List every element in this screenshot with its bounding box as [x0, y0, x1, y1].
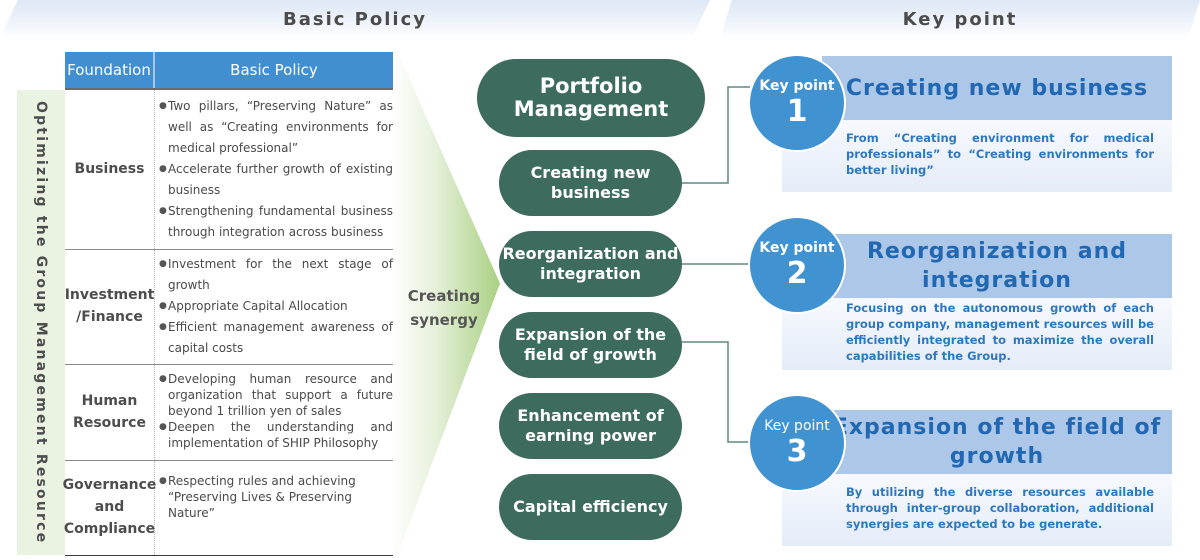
- table-row: Human Resource ●Developing human resourc…: [65, 365, 393, 461]
- pill-expansion: Expansion of the field of growth: [499, 312, 682, 378]
- foundation-cell: Investment /Finance: [65, 250, 155, 364]
- key-point-title: Creating new business: [822, 56, 1172, 120]
- policy-bullet: ●Deepen the understanding and implementa…: [159, 420, 393, 450]
- key-point-badge-label: Key point: [764, 417, 830, 434]
- policy-cell: ●Two pillars, “Preserving Nature” as wel…: [155, 90, 393, 249]
- pill-earning-power: Enhancement of earning power: [499, 393, 682, 459]
- table-row: Investment /Finance ●Investment for the …: [65, 250, 393, 365]
- key-point-title: Reorganization and integration: [822, 234, 1172, 298]
- column-header-basic-policy: Basic Policy: [230, 61, 318, 79]
- bullet-dot-icon: ●: [159, 322, 167, 332]
- table-header: Foundation Basic Policy: [65, 52, 393, 90]
- bullet-dot-icon: ●: [159, 259, 167, 269]
- key-point-description: By utilizing the diverse resources avail…: [782, 474, 1172, 546]
- policy-bullet: ●Efficient management awareness of capit…: [159, 317, 393, 359]
- basic-policy-header: Basic Policy: [0, 0, 710, 38]
- pill-portfolio-management: Portfolio Management: [477, 59, 705, 137]
- policy-cell: ●Investment for the next stage of growth…: [155, 250, 393, 364]
- policy-bullet: ●Appropriate Capital Allocation: [159, 296, 393, 317]
- column-header-foundation: Foundation: [65, 52, 155, 88]
- key-point-card: Reorganization and integration Focusing …: [782, 234, 1172, 370]
- policy-bullet: ●Two pillars, “Preserving Nature” as wel…: [159, 96, 393, 159]
- policy-bullet: ●Strengthening fundamental business thro…: [159, 201, 393, 243]
- bullet-dot-icon: ●: [159, 476, 167, 486]
- foundation-cell: Human Resource: [65, 365, 155, 460]
- policy-bullet: ●Accelerate further growth of existing b…: [159, 159, 393, 201]
- pill-reorganization: Reorganization and integration: [499, 231, 682, 297]
- bullet-dot-icon: ●: [159, 301, 167, 311]
- policy-bullet: ●Investment for the next stage of growth: [159, 254, 393, 296]
- pill-creating-new-business: Creating new business: [499, 150, 682, 216]
- policy-bullet: ●Developing human resource and organizat…: [159, 372, 393, 418]
- key-point-badge-number: 3: [786, 433, 808, 469]
- table-row: Governance and Compliance ●Respecting ru…: [63, 461, 393, 556]
- foundation-cell: Governance and Compliance: [63, 461, 156, 555]
- key-point-card: Creating new business From “Creating env…: [782, 56, 1172, 192]
- key-point-badge: Key point 1: [748, 54, 846, 152]
- key-point-badge-label: Key point: [759, 77, 835, 94]
- key-point-header: Key point: [720, 0, 1200, 38]
- basic-policy-header-text: Basic Policy: [283, 8, 427, 30]
- key-point-badge-number: 2: [786, 255, 808, 291]
- table-row: Business ●Two pillars, “Preserving Natur…: [65, 90, 393, 250]
- bullet-dot-icon: ●: [159, 206, 167, 216]
- policy-cell: ●Respecting rules and achieving “Preserv…: [155, 461, 393, 555]
- key-point-badge-number: 1: [786, 93, 808, 129]
- foundation-cell: Business: [65, 90, 155, 249]
- policy-table: Foundation Basic Policy Business ●Two pi…: [63, 52, 393, 556]
- key-point-badge: Key point 2: [748, 216, 846, 314]
- key-point-badge-label: Key point: [759, 239, 835, 256]
- policy-bullet: ●Respecting rules and achieving “Preserv…: [159, 474, 356, 520]
- policy-cell: ●Developing human resource and organizat…: [155, 365, 393, 460]
- pill-capital-efficiency: Capital efficiency: [499, 474, 682, 540]
- bullet-dot-icon: ●: [159, 101, 167, 111]
- key-point-header-text: Key point: [902, 8, 1018, 30]
- key-point-description: Focusing on the autonomous growth of eac…: [782, 298, 1172, 370]
- bullet-dot-icon: ●: [159, 374, 167, 384]
- bullet-dot-icon: ●: [159, 164, 167, 174]
- side-band-label: Optimizing the Group Management Resource: [33, 100, 49, 545]
- connector-3: [682, 341, 750, 443]
- key-point-badge: Key point 3: [748, 394, 846, 492]
- key-point-card: Expansion of the field of growth By util…: [782, 410, 1172, 546]
- key-point-title: Expansion of the field of growth: [822, 410, 1172, 474]
- synergy-label: Creating synergy: [407, 287, 481, 329]
- side-band: Optimizing the Group Management Resource: [17, 90, 65, 555]
- key-point-description: From “Creating environment for medical p…: [782, 120, 1172, 192]
- bullet-dot-icon: ●: [159, 422, 167, 432]
